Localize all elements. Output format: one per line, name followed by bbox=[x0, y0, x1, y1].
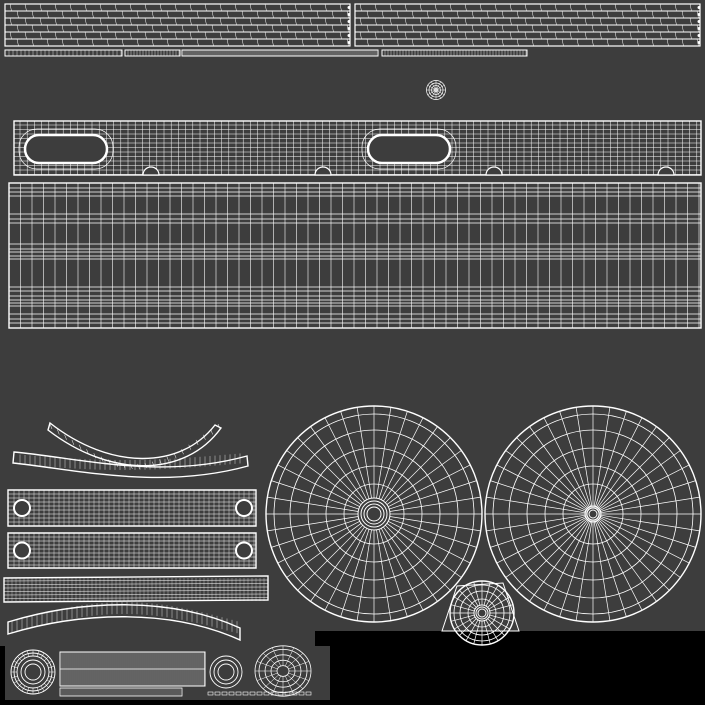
thin-strips-row bbox=[4, 49, 528, 57]
large-grid-panel bbox=[8, 182, 702, 329]
small-hub-disc bbox=[441, 580, 520, 646]
plank-strip-top-right bbox=[354, 3, 701, 47]
bottom-parts-strip bbox=[10, 645, 312, 697]
rail-panel-with-slots bbox=[13, 120, 702, 176]
small-disc bbox=[426, 80, 446, 100]
curved-strips bbox=[3, 421, 269, 642]
wheel-disc-right bbox=[484, 405, 702, 623]
plank-strip-top-left bbox=[4, 3, 351, 47]
uv-empty-region-bottom bbox=[315, 631, 705, 705]
wheel-disc-left bbox=[265, 405, 483, 623]
uv-empty-region-bottom-left bbox=[0, 700, 330, 705]
uv-empty-region-left bbox=[0, 646, 5, 705]
